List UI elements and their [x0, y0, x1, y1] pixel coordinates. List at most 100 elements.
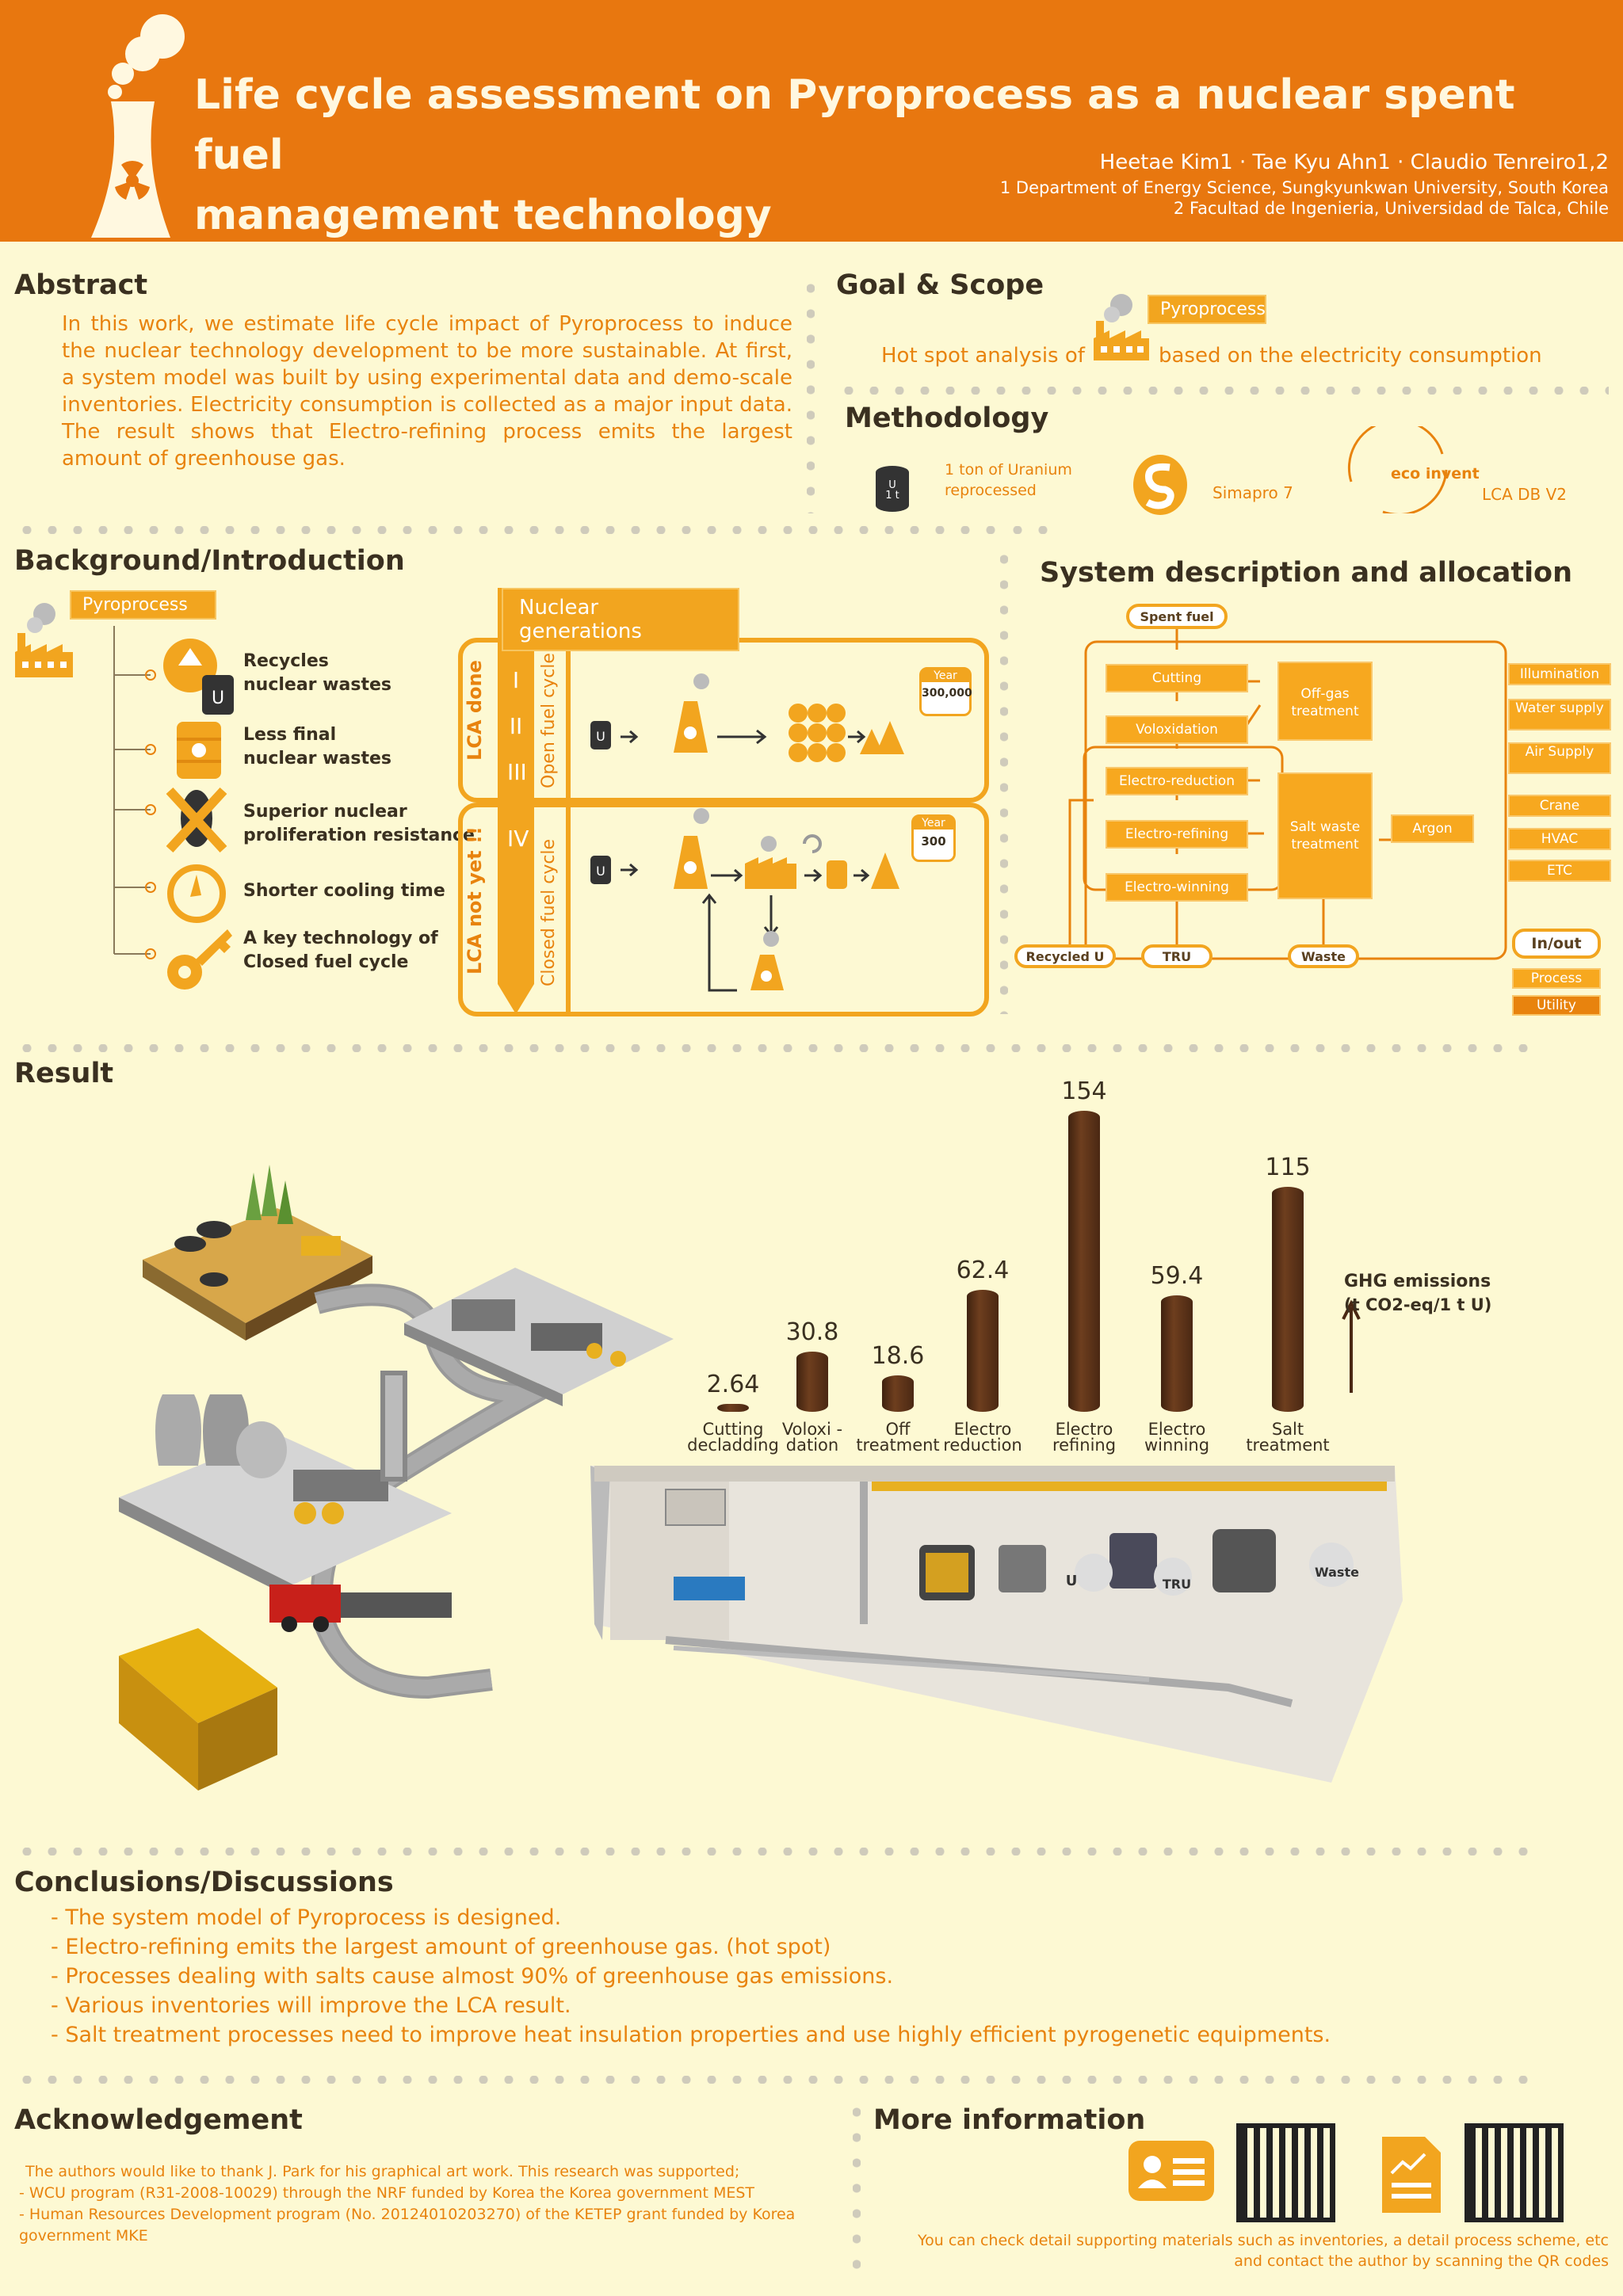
bar-label-7: Salt treatment — [1246, 1420, 1330, 1455]
divider — [1000, 547, 1008, 1014]
conclusion-item-5: - Salt treatment processes need to impro… — [51, 2023, 1331, 2047]
goal-text-right: based on the electricity consumption — [1159, 344, 1542, 368]
legend-inout: In/out — [1512, 929, 1601, 959]
gen-label-iii: III — [507, 759, 527, 785]
system-title: System description and allocation — [1040, 557, 1573, 589]
bar-value-3: 18.6 — [871, 1342, 925, 1371]
process-cutting: Cutting — [1106, 664, 1248, 692]
bar-label-2: Voloxi -dation — [781, 1420, 843, 1455]
background-item-recycles: Recycles nuclear wastes — [243, 651, 391, 695]
bar-5 — [1068, 1111, 1100, 1412]
goal-pyroprocess-tag: Pyroprocess — [1148, 295, 1266, 324]
author-list: Heetae Kim1 · Tae Kyu Ahn1 · Claudio Ten… — [1099, 151, 1609, 174]
closed-cycle-year-box: Year 300 — [911, 814, 956, 862]
output-recycled-u: Recycled U — [1014, 944, 1116, 968]
bar-3 — [882, 1375, 914, 1412]
pyroprocess-facility-illustration — [119, 1165, 1403, 1791]
bar-label-5: Electro refining — [1052, 1420, 1117, 1455]
bar-label-3: Off treatment — [856, 1420, 940, 1455]
process-electro-refining: Electro-refining — [1106, 820, 1248, 849]
divider — [14, 1848, 1536, 1855]
background-item-key-technology: A key technology of Closed fuel cycle — [243, 929, 438, 972]
spent-fuel-box: Spent fuel — [1126, 604, 1228, 629]
divider — [14, 2076, 1536, 2084]
authors-block: Heetae Kim1 · Tae Kyu Ahn1 · Claudio Ten… — [1000, 151, 1609, 219]
power-plant-logo-icon — [91, 14, 185, 238]
process-electro-winning: Electro-winning — [1106, 873, 1248, 902]
background-item-cooling: Shorter cooling time — [243, 881, 445, 901]
recycle-icon: U — [163, 639, 234, 715]
bar-4 — [967, 1290, 999, 1412]
affiliation-1: 1 Department of Energy Science, Sungkyun… — [999, 178, 1609, 197]
lca-done-label: LCA done — [464, 660, 486, 761]
factory-waste-label: Waste — [1315, 1565, 1359, 1580]
factory-icon — [15, 603, 73, 677]
output-waste: Waste — [1288, 944, 1359, 968]
ecoinvent-logo-text: eco invent — [1391, 465, 1480, 482]
divider — [853, 2100, 861, 2274]
ghg-unit-sub: (t CO2-eq/1 t U) — [1344, 1295, 1492, 1314]
background-title: Background/Introduction — [14, 545, 405, 577]
bar-1 — [717, 1404, 749, 1412]
affiliation-2: 2 Facultad de Ingenieria, Universidad de… — [1173, 199, 1609, 218]
bar-2 — [796, 1352, 828, 1412]
ack-line-4: government MKE — [19, 2227, 148, 2245]
document-icon[interactable] — [1381, 2135, 1442, 2214]
barrel-icon — [177, 722, 221, 779]
closed-cycle-frame — [458, 803, 989, 1016]
legend-process: Process — [1512, 968, 1601, 989]
generations-arrow — [498, 588, 534, 1014]
up-arrow-icon — [1342, 1299, 1361, 1393]
gen-label-ii: II — [509, 713, 523, 739]
title-line-1: Life cycle assessment on Pyroprocess as … — [194, 71, 1515, 179]
closed-cycle-label: Closed fuel cycle — [539, 838, 559, 986]
ack-line-1: The authors would like to thank J. Park … — [25, 2163, 740, 2180]
bar-label-1: Cutting decladding — [687, 1420, 779, 1455]
open-cycle-year-box: Year 300,000 — [919, 667, 972, 716]
database-label: LCA DB V2 — [1482, 485, 1568, 504]
utility-illumination: Illumination — [1508, 663, 1611, 685]
year-label: Year — [914, 817, 953, 830]
bar-value-4: 62.4 — [956, 1257, 1010, 1285]
open-cycle-years: 300,000 — [922, 687, 972, 700]
abstract-title: Abstract — [14, 269, 148, 301]
qr-code-contact[interactable] — [1236, 2123, 1335, 2222]
qr-code-materials[interactable] — [1465, 2123, 1564, 2222]
fuel-cycle-diagram: U U — [590, 673, 904, 992]
year-label: Year — [922, 669, 969, 682]
poster-title: Life cycle assessment on Pyroprocess as … — [194, 65, 1541, 246]
bar-6 — [1161, 1295, 1193, 1412]
nuclear-generations-label: Nuclear generations — [502, 588, 739, 651]
divider — [14, 1044, 1536, 1052]
bomb-icon — [166, 787, 227, 853]
bar-7 — [1272, 1187, 1304, 1412]
conclusion-item-4: - Various inventories will improve the L… — [51, 1993, 571, 2018]
legend-utility: Utility — [1512, 995, 1601, 1016]
uranium-text: 1 ton of Uranium reprocessed — [945, 461, 1072, 499]
acknowledgement-title: Acknowledgement — [14, 2104, 303, 2136]
open-cycle-label: Open fuel cycle — [539, 653, 559, 788]
generation-labels: I II III — [507, 658, 527, 795]
more-info-text: You can check detail supporting material… — [918, 2230, 1609, 2271]
simapro-logo-icon — [1133, 455, 1187, 515]
more-info-line-2: and contact the author by scanning the Q… — [1234, 2252, 1609, 2270]
contact-card-icon[interactable] — [1127, 2139, 1216, 2203]
process-electro-reduction: Electro-reduction — [1106, 767, 1248, 795]
ack-line-3: - Human Resources Development program (N… — [19, 2206, 796, 2223]
ack-line-2: - WCU program (R31-2008-10029) through t… — [19, 2184, 755, 2202]
simapro-label: Simapro 7 — [1212, 483, 1293, 502]
process-voloxidation: Voloxidation — [1106, 715, 1248, 744]
background-item-proliferation: Superior nuclear proliferation resistanc… — [243, 802, 475, 845]
closed-cycle-years: 300 — [921, 834, 946, 849]
divider — [836, 387, 1609, 395]
utility-etc: ETC — [1508, 860, 1611, 882]
bar-value-5: 154 — [1061, 1077, 1107, 1105]
svg-text:U: U — [596, 729, 605, 744]
gen-label-iv: IV — [507, 826, 529, 852]
lca-not-yet-label: LCA not yet !! — [464, 826, 486, 974]
methodology-title: Methodology — [845, 402, 1049, 434]
bar-label-6: Electro winning — [1144, 1420, 1210, 1455]
factory-icon — [1094, 294, 1149, 360]
argon-box: Argon — [1391, 814, 1474, 843]
goal-text-left: Hot spot analysis of — [881, 344, 1085, 368]
